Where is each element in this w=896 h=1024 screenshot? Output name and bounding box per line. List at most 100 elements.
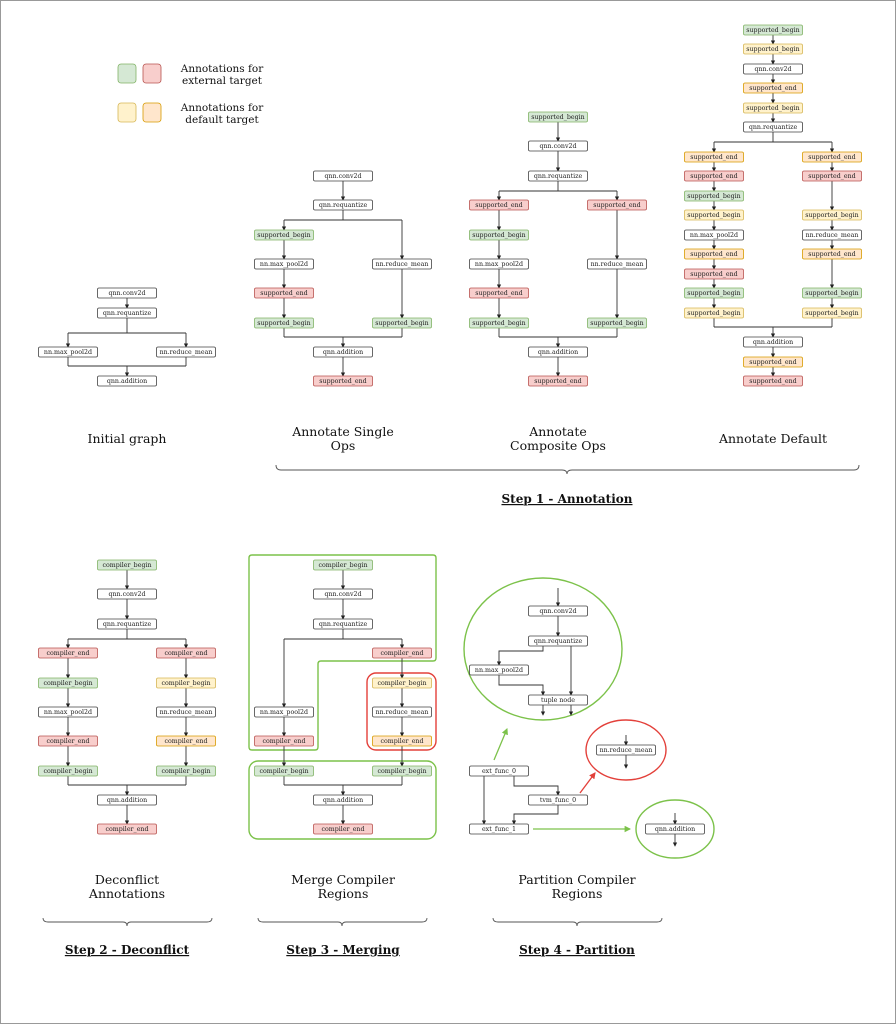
node-box xyxy=(313,170,373,182)
node-label: qnn.addition xyxy=(323,797,363,804)
node-box xyxy=(313,823,373,835)
graph-node-qnn-addition: qnn.addition xyxy=(645,823,705,835)
node-box xyxy=(802,287,862,299)
step-3-title: Step 3 - Merging xyxy=(286,943,400,957)
node-label: supported_begin xyxy=(687,193,740,200)
node-box xyxy=(372,735,432,747)
node-label: qnn.requantize xyxy=(319,621,368,628)
node-box xyxy=(97,794,157,806)
node-label: compiler_end xyxy=(380,738,423,745)
node-box xyxy=(469,765,529,777)
node-label: qnn.requantize xyxy=(103,310,152,317)
graph-node-supported-begin: supported_begin xyxy=(743,102,803,114)
graph-node-qnn-addition: qnn.addition xyxy=(97,794,157,806)
graph-node-supported-end: supported_end xyxy=(684,248,744,260)
node-box xyxy=(469,199,529,211)
node-box xyxy=(313,559,373,571)
partition-ext-func-1-circle xyxy=(635,799,715,859)
node-label: ext_func_1 xyxy=(482,826,516,833)
node-box xyxy=(97,559,157,571)
graph-node-qnn-addition: qnn.addition xyxy=(528,346,588,358)
node-label: nn.max_pool2d xyxy=(44,709,92,716)
edge-arrow xyxy=(511,805,559,825)
caption-partition-2: Regions xyxy=(552,886,603,901)
node-box xyxy=(313,199,373,211)
node-box xyxy=(802,209,862,221)
annotate-default-graph: supported_begin supported_begin qnn.conv2d… xyxy=(684,24,862,387)
node-box xyxy=(156,346,216,358)
graph-node-supported-end: supported_end xyxy=(802,170,862,182)
brace-step2 xyxy=(42,917,213,927)
node-label: compiler_end xyxy=(105,826,148,833)
graph-node-supported-end: supported_end xyxy=(684,268,744,280)
graph-node-nn-reduce-mean: nn.reduce_mean xyxy=(372,706,432,718)
graph-node-supported-begin: supported_begin xyxy=(743,24,803,36)
node-box xyxy=(684,287,744,299)
braces xyxy=(42,464,860,927)
node-label: supported_end xyxy=(593,202,640,209)
node-box xyxy=(802,170,862,182)
caption-initial-graph: Initial graph xyxy=(88,431,167,446)
node-label: qnn.addition xyxy=(323,349,363,356)
node-label: compiler_begin xyxy=(102,562,151,569)
graph-node-nn-max-pool2d: nn.max_pool2d xyxy=(254,706,314,718)
node-box xyxy=(469,287,529,299)
node-box xyxy=(528,170,588,182)
node-box xyxy=(469,258,529,270)
graph-node-qnn-addition: qnn.addition xyxy=(743,336,803,348)
graph-node-nn-max-pool2d: nn.max_pool2d xyxy=(469,258,529,270)
node-box xyxy=(156,706,216,718)
graph-node-qnn-addition: qnn.addition xyxy=(313,794,373,806)
caption-composite-ops-2: Composite Ops xyxy=(510,438,606,453)
graph-node-supported-end: supported_end xyxy=(469,199,529,211)
node-box xyxy=(313,588,373,600)
region-red-default xyxy=(366,672,437,751)
node-label: supported_end xyxy=(808,251,855,258)
node-box xyxy=(97,618,157,630)
node-label: qnn.conv2d xyxy=(324,591,361,598)
node-label: nn.reduce_mean xyxy=(591,261,644,268)
node-box xyxy=(38,765,98,777)
graph-node-nn-reduce-mean: nn.reduce_mean xyxy=(587,258,647,270)
graph-node-qnn-conv2d: qnn.conv2d xyxy=(97,287,157,299)
node-label: supported_begin xyxy=(746,46,799,53)
node-label: supported_begin xyxy=(687,290,740,297)
graph-node-compiler-begin: compiler_begin xyxy=(97,559,157,571)
node-label: compiler_begin xyxy=(318,562,367,569)
node-box xyxy=(372,677,432,689)
node-label: supported_begin xyxy=(805,290,858,297)
node-label: supported_end xyxy=(749,85,796,92)
node-label: nn.max_pool2d xyxy=(475,261,523,268)
node-label: compiler_end xyxy=(380,650,423,657)
graph-node-qnn-conv2d: qnn.conv2d xyxy=(313,170,373,182)
node-label: qnn.requantize xyxy=(749,124,798,131)
brace-step4 xyxy=(492,917,663,927)
caption-deconflict-1: Deconflict xyxy=(95,872,159,887)
graph-node-supported-end: supported_end xyxy=(684,170,744,182)
node-box xyxy=(372,706,432,718)
node-box xyxy=(38,735,98,747)
edge-arrow xyxy=(496,646,544,666)
graph-node-qnn-requantize: qnn.requantize xyxy=(743,121,803,133)
graph-node-supported-end: supported_end xyxy=(802,151,862,163)
node-box xyxy=(528,346,588,358)
caption-single-ops-1: Annotate Single xyxy=(291,424,394,439)
node-box xyxy=(313,618,373,630)
node-label: supported_end xyxy=(319,378,366,385)
node-box xyxy=(97,588,157,600)
node-box xyxy=(684,170,744,182)
graph-node-compiler-end: compiler_end xyxy=(156,735,216,747)
node-label: supported_begin xyxy=(746,105,799,112)
node-box xyxy=(587,317,647,329)
node-box xyxy=(528,605,588,617)
node-label: nn.reduce_mean xyxy=(806,232,859,239)
node-label: qnn.conv2d xyxy=(324,173,361,180)
graph-node-supported-begin: supported_begin xyxy=(372,317,432,329)
node-label: qnn.conv2d xyxy=(754,66,791,73)
graph-node-compiler-end: compiler_end xyxy=(372,735,432,747)
graph-node-qnn-requantize: qnn.requantize xyxy=(97,618,157,630)
node-box xyxy=(743,356,803,368)
caption-deconflict-2: Annotations xyxy=(88,886,165,901)
node-box xyxy=(469,229,529,241)
node-box xyxy=(156,735,216,747)
